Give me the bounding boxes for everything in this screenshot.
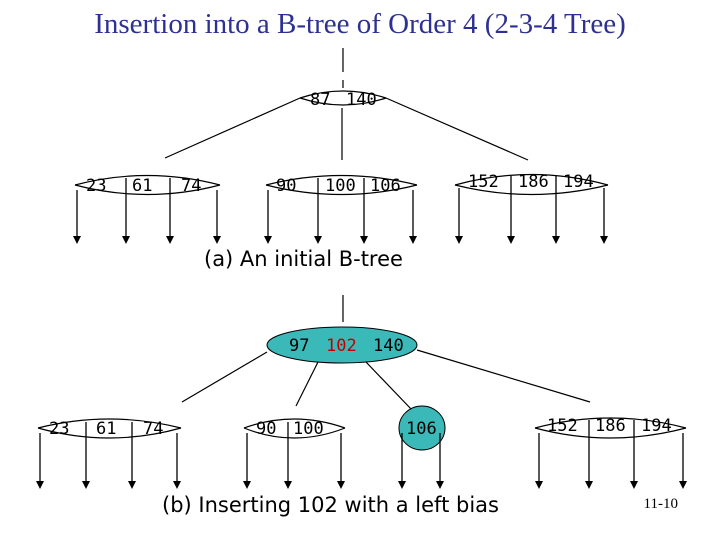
tree-b-root-key-highlight: 102 <box>326 336 357 356</box>
tree-b-leaf-node: 23 61 74 <box>36 418 182 489</box>
slide-title: Insertion into a B-tree of Order 4 (2-3-… <box>94 8 626 40</box>
tree-b-pointer <box>295 361 319 407</box>
tree-b-root-key: 140 <box>373 336 404 356</box>
tree-a-leaf-key: 152 <box>468 172 499 192</box>
tree-a-leaf-key: 23 <box>86 176 106 196</box>
tree-a-leaf-key: 90 <box>276 176 296 196</box>
tree-b-leaf-key: 100 <box>293 419 324 439</box>
tree-b: 97 102 140 23 61 74 <box>36 295 687 489</box>
tree-b-leaf-key: 23 <box>49 419 69 439</box>
tree-b-leaf-key: 74 <box>143 419 163 439</box>
caption-a: (a) An initial B-tree <box>204 247 403 271</box>
tree-a-leaf-node: 152 186 194 <box>454 172 609 244</box>
tree-b-leaf-node: 90 100 <box>243 418 346 489</box>
tree-a-pointer <box>385 97 529 161</box>
tree-a-root-key: 140 <box>346 90 377 110</box>
tree-a-leaf-key: 106 <box>370 176 401 196</box>
tree-b-pointer <box>181 351 268 403</box>
tree-a-leaf-key: 100 <box>325 176 356 196</box>
tree-b-leaf-key: 194 <box>641 416 672 436</box>
tree-a-pointer <box>164 97 301 159</box>
tree-a: 87 140 23 61 74 <box>73 48 609 244</box>
tree-b-leaf-node-highlight: 106 <box>398 405 446 489</box>
tree-a-leaf-key: 74 <box>181 176 201 196</box>
tree-b-leaf-key: 106 <box>406 419 437 439</box>
slide-number: 11-10 <box>643 496 678 512</box>
caption-b: (b) Inserting 102 with a left bias <box>162 493 499 517</box>
tree-b-root-node: 97 102 140 <box>266 295 418 364</box>
tree-a-leaf-key: 61 <box>132 176 152 196</box>
tree-a-root-key: 87 <box>310 90 330 110</box>
tree-b-leaf-key: 61 <box>96 419 116 439</box>
tree-a-leaf-key: 194 <box>563 172 594 192</box>
tree-b-pointer <box>416 349 591 403</box>
tree-b-pointer <box>365 361 413 411</box>
tree-b-leaf-key: 186 <box>595 416 626 436</box>
tree-b-root-key: 97 <box>289 336 309 356</box>
tree-a-root-node: 87 140 <box>299 48 387 110</box>
tree-a-leaf-node: 90 100 106 <box>264 174 418 244</box>
tree-a-leaf-key: 186 <box>518 172 549 192</box>
tree-b-leaf-node: 152 186 194 <box>534 416 687 489</box>
tree-b-leaf-key: 152 <box>547 416 578 436</box>
tree-b-leaf-key: 90 <box>256 419 276 439</box>
tree-a-leaf-node: 23 61 74 <box>73 174 221 244</box>
